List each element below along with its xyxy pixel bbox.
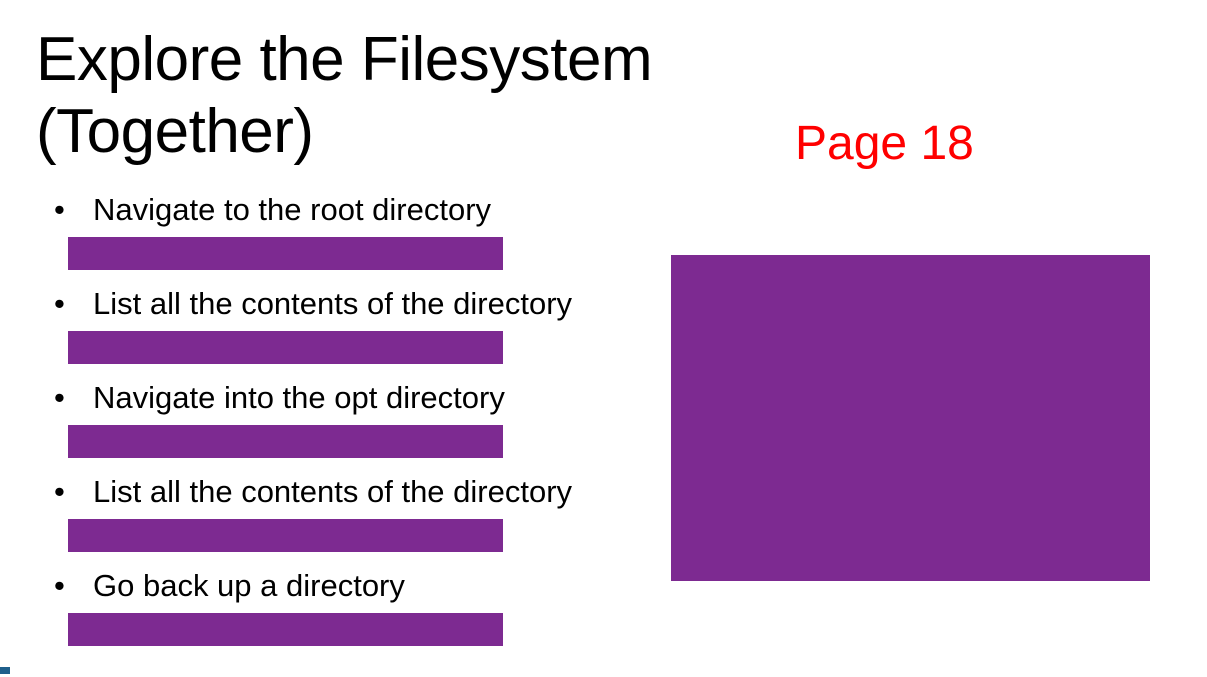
bullet-text: List all the contents of the directory [93,286,573,321]
bullet-row: • List all the contents of the directory [0,472,660,519]
bullet-row: • Go back up a directory [0,566,660,613]
bullet-row: • Navigate to the root directory [0,190,660,237]
list-item: • List all the contents of the directory [0,284,660,364]
bullet-dot-icon: • [54,474,65,509]
bullet-row: • List all the contents of the directory [0,284,660,331]
list-item: • Navigate into the opt directory [0,378,660,458]
task-list: • Navigate to the root directory • List … [0,190,660,660]
bullet-text: List all the contents of the directory [93,474,573,509]
answer-redaction-bar [68,613,503,646]
list-item: • List all the contents of the directory [0,472,660,552]
list-item: • Go back up a directory [0,566,660,646]
answer-redaction-bar [68,519,503,552]
list-item: • Navigate to the root directory [0,190,660,270]
corner-accent-marker [0,667,10,674]
answer-redaction-bar [68,331,503,364]
bullet-dot-icon: • [54,192,65,227]
bullet-dot-icon: • [54,286,65,321]
bullet-dot-icon: • [54,568,65,603]
bullet-text: Navigate to the root directory [93,192,492,227]
bullet-text: Navigate into the opt directory [93,380,505,415]
answer-redaction-bar [68,425,503,458]
bullet-text: Go back up a directory [93,568,405,603]
bullet-dot-icon: • [54,380,65,415]
page-title: Explore the Filesystem (Together) [36,25,653,166]
bullet-row: • Navigate into the opt directory [0,378,660,425]
answer-redaction-bar [68,237,503,270]
answer-redaction-block [671,255,1150,581]
page-number-label: Page 18 [795,117,974,170]
